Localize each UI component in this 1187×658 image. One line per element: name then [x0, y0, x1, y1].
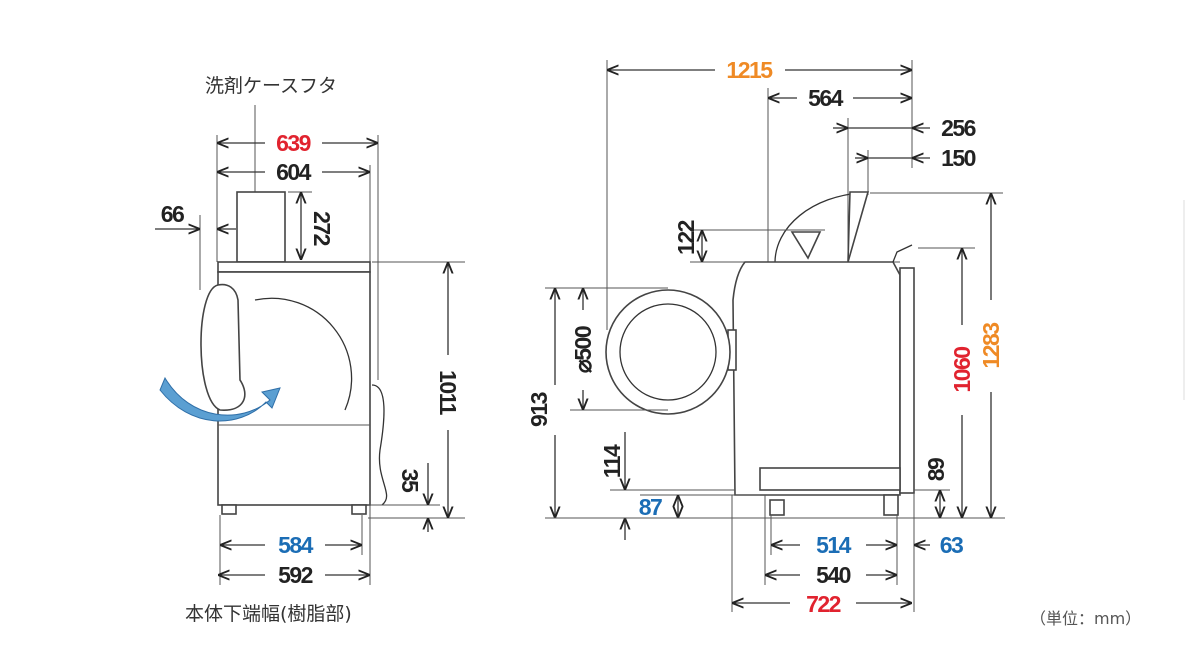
door-open: [200, 283, 246, 411]
back-panel: [899, 267, 915, 494]
dim-label: 35: [397, 469, 423, 493]
foot: [351, 504, 367, 515]
dim-label: 540: [816, 562, 851, 588]
dim-label: 1215: [726, 57, 773, 83]
unit-label: （単位：mm）: [1030, 609, 1141, 628]
dim-label: 913: [526, 392, 552, 427]
dim-label: ⌀500: [570, 326, 596, 373]
dim-label: 592: [278, 562, 313, 588]
dim-diameter-500: ⌀500: [570, 288, 596, 410]
dim-604: 604: [217, 159, 370, 185]
front-view: 洗剤ケースフタ 639 604 272 66: [155, 75, 465, 625]
dim-592: 592: [218, 562, 370, 588]
dim-584: 584: [220, 532, 362, 558]
dim-63: 63: [914, 532, 964, 558]
dim-89: 89: [923, 458, 949, 518]
drum-opening: [254, 297, 353, 411]
detergent-case-lid-label: 洗剤ケースフタ: [205, 75, 337, 97]
lid-swing-arc: [774, 192, 861, 263]
dim-label: 87: [639, 494, 662, 520]
detergent-case: [236, 191, 286, 263]
dial-icon: [790, 231, 822, 260]
door-glass: [619, 303, 717, 401]
dim-913: 913: [526, 288, 555, 518]
dim-label: 1060: [949, 347, 975, 393]
dim-66: 66: [155, 201, 236, 229]
dim-label: 89: [923, 458, 949, 481]
dim-label: 256: [941, 115, 976, 141]
dim-label: 63: [940, 532, 963, 558]
foot: [221, 504, 237, 515]
dim-722: 722: [732, 591, 912, 617]
dim-35: 35: [368, 463, 440, 532]
dim-1011: 1011: [368, 261, 465, 519]
dim-114: 114: [599, 432, 735, 540]
open-lid: [847, 191, 870, 263]
dim-label: 722: [806, 591, 841, 617]
dim-639: 639: [217, 130, 378, 156]
dim-122: 122: [673, 220, 702, 262]
top-plate: [217, 261, 371, 273]
foot: [769, 499, 785, 516]
water-inlet: [892, 244, 913, 263]
dim-1283: 1283: [978, 193, 1004, 518]
washer-body-side: [732, 261, 901, 496]
dim-label: 114: [599, 444, 625, 478]
dim-label: 604: [276, 159, 312, 185]
dim-label: 584: [278, 532, 314, 558]
dim-label: 1283: [978, 323, 1004, 369]
dim-514: 514: [771, 532, 897, 558]
dim-label: 272: [309, 211, 335, 246]
dim-256: 256: [833, 115, 977, 141]
dim-label: 639: [276, 130, 311, 156]
dim-564: 564: [768, 85, 912, 111]
dim-87: 87: [639, 494, 760, 520]
side-view: 1215 564 256 150: [526, 57, 1005, 617]
dim-150: 150: [855, 145, 977, 171]
drain-hose: [371, 384, 388, 506]
door-swing-arrow-icon: [159, 376, 281, 422]
dim-label: 564: [808, 85, 844, 111]
dim-1060: 1060: [949, 248, 975, 518]
dim-label: 514: [816, 532, 852, 558]
dim-272: 272: [288, 191, 335, 260]
dim-label: 122: [673, 220, 699, 255]
dim-540: 540: [765, 562, 897, 588]
base-frame: [759, 467, 901, 491]
dim-label: 150: [941, 145, 976, 171]
dim-label: 66: [161, 201, 184, 227]
base-width-note: 本体下端幅(樹脂部): [185, 603, 352, 625]
foot: [883, 494, 899, 516]
dim-label: 1011: [435, 370, 461, 416]
door-outer-ring: [605, 289, 731, 415]
dim-1215: 1215: [607, 57, 912, 83]
